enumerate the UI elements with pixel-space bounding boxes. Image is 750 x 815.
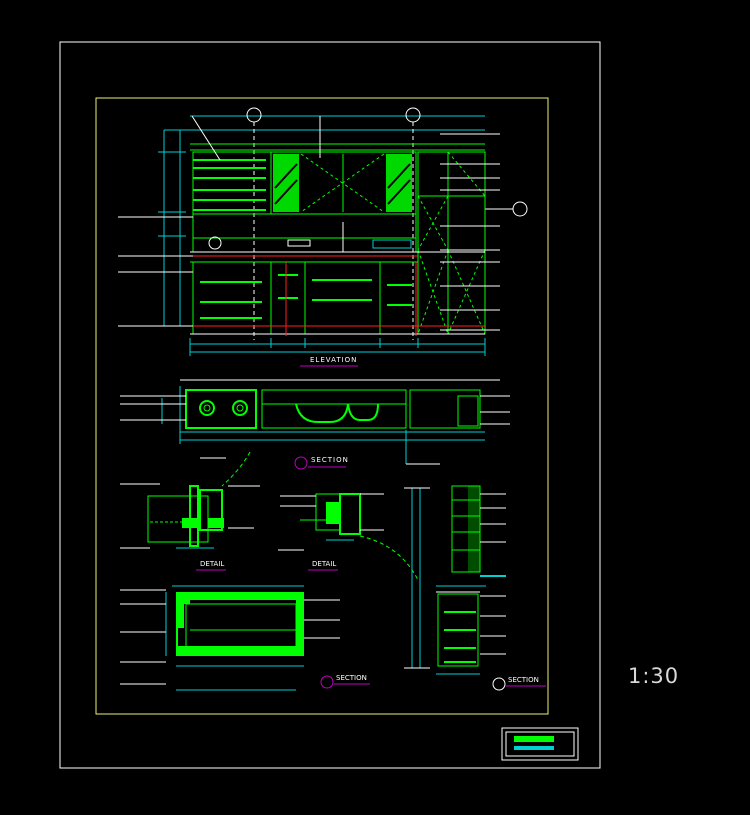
cooktop-burner-right xyxy=(232,400,248,416)
detail-b-title: DETAIL xyxy=(312,560,336,568)
kitchen-elevation: ELEVATION xyxy=(118,107,528,367)
plan-callout xyxy=(294,456,308,470)
kettle xyxy=(208,236,222,250)
section-c-title: SECTION xyxy=(336,674,367,682)
plan-title: SECTION xyxy=(311,456,349,464)
elevation-title: ELEVATION xyxy=(310,356,357,364)
elevation-callout-2 xyxy=(405,107,421,123)
elevation-callout-1 xyxy=(246,107,262,123)
outer-sheet-frame xyxy=(59,41,601,769)
cooktop-burner-left xyxy=(199,400,215,416)
plan-section: SECTION xyxy=(120,379,510,487)
section-c: SECTION xyxy=(120,585,370,691)
title-block xyxy=(501,727,579,761)
scale-label: 1:30 xyxy=(628,664,680,688)
section-c-callout xyxy=(320,675,334,689)
elevation-callout-3 xyxy=(512,201,528,217)
inner-drawing-frame xyxy=(95,97,549,715)
detail-a-title: DETAIL xyxy=(200,560,224,568)
detail-b: DETAIL xyxy=(278,493,419,581)
detail-a: DETAIL xyxy=(120,483,260,571)
section-d-callout xyxy=(492,677,506,691)
section-d-title: SECTION xyxy=(508,676,539,684)
section-d: SECTION xyxy=(404,485,546,691)
